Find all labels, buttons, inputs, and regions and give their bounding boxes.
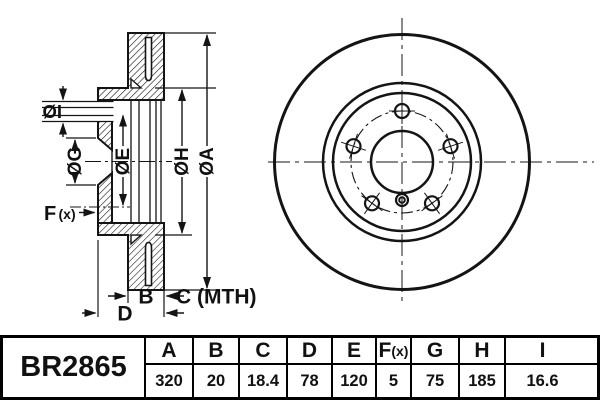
spec-header-row: A B C D E F(x) G H I	[146, 338, 597, 365]
cross-section-view: ØI ØG ØE ØH ØA F (x) B C (MTH) D	[42, 32, 256, 326]
dim-label-dia-h: ØH	[172, 147, 193, 176]
spec-value-e: 120	[333, 365, 377, 397]
spec-table: BR2865 A B C D E F(x) G H I 320 20 18.4 …	[0, 335, 600, 400]
dim-label-d: D	[117, 303, 132, 326]
spec-value-d: 78	[288, 365, 333, 397]
f-header-suffix: (x)	[391, 342, 409, 359]
spec-col-header-i: I	[539, 338, 546, 362]
spec-col-header-c: C	[240, 338, 288, 363]
spec-col-header-e: E	[333, 338, 377, 363]
spec-col-header-d: D	[288, 338, 333, 363]
part-number: BR2865	[20, 351, 127, 383]
part-number-cell: BR2865	[3, 338, 146, 397]
hat-outer-circle	[321, 81, 483, 243]
undercut-groove-upper	[130, 77, 143, 89]
spec-value-h: 185	[460, 365, 506, 397]
spec-col-header-f: F(x)	[377, 338, 412, 363]
spec-value-a: 320	[146, 365, 194, 397]
hat-inner-circle	[331, 91, 473, 233]
spec-value-i: 16.6	[526, 371, 559, 390]
bolt-hole	[363, 195, 381, 212]
spec-col-header-g: G	[412, 338, 460, 363]
rotor-flange-lower-section	[97, 170, 113, 224]
dim-label-dia-e: ØE	[113, 148, 134, 175]
spec-value-g: 75	[412, 365, 460, 397]
spec-value-row: 320 20 18.4 78 120 5 75 185 16.6	[146, 365, 597, 397]
front-view	[268, 18, 594, 306]
extension-lines	[66, 32, 216, 317]
bolt-hole	[442, 138, 459, 155]
dim-label-f-suffix: (x)	[59, 206, 76, 222]
dim-label-c-mth: C (MTH)	[176, 286, 256, 309]
bolt-hole	[345, 138, 362, 155]
spec-col-header-b: B	[194, 338, 240, 363]
bolt-hole-edge-lines	[42, 100, 114, 123]
spec-col-header-h: H	[460, 338, 506, 363]
bolt-hole	[423, 195, 441, 212]
dim-label-dia-g: ØG	[65, 147, 86, 177]
outer-diameter-circle	[273, 33, 531, 291]
vent-slot-lower	[144, 241, 153, 287]
dim-label-dia-i: ØI	[42, 101, 62, 122]
rotor-disc-upper-section	[97, 32, 165, 101]
spec-value-c: 18.4	[240, 365, 288, 397]
dim-label-f: F	[44, 203, 56, 225]
spec-col-header-a: A	[146, 338, 194, 363]
vent-slot-upper	[144, 36, 153, 82]
undercut-groove-lower	[130, 234, 143, 246]
technical-drawing-canvas: ØI ØG ØE ØH ØA F (x) B C (MTH) D	[42, 18, 594, 326]
bolt-hole-opening	[96, 101, 114, 122]
locating-screw-hole	[394, 192, 410, 208]
spec-grid: A B C D E F(x) G H I 320 20 18.4 78 120 …	[146, 338, 597, 397]
bolt-hole-center-ticks	[340, 98, 464, 215]
spec-value-b: 20	[194, 365, 240, 397]
dimension-arrows	[59, 34, 211, 317]
rotor-disc-lower-section	[97, 222, 165, 291]
f-header-main: F	[378, 338, 392, 362]
spec-value-f: 5	[377, 365, 412, 397]
dim-label-b: B	[138, 286, 153, 309]
dim-label-dia-a: ØA	[197, 147, 218, 176]
